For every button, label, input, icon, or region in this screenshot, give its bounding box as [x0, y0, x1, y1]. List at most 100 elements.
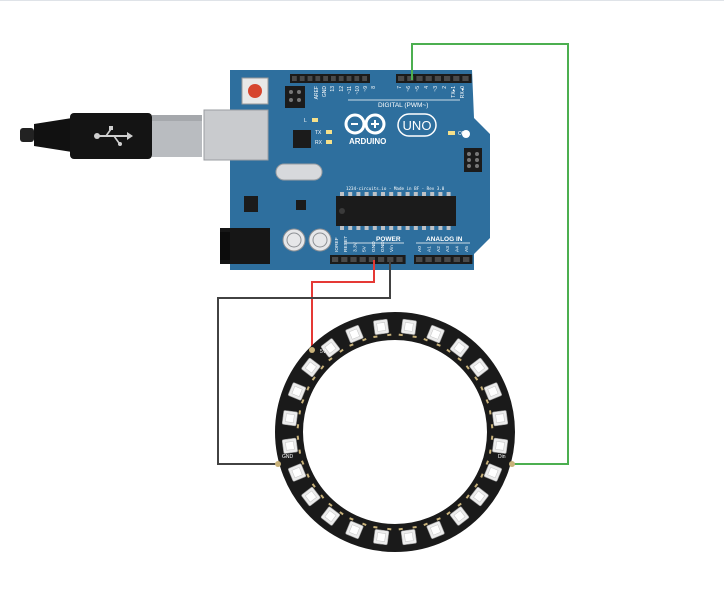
header-pin[interactable] — [387, 257, 394, 262]
ring-led — [320, 338, 344, 362]
header-pin[interactable] — [307, 76, 313, 81]
ring-led — [345, 517, 367, 539]
header-pin[interactable] — [350, 257, 357, 262]
header-pin[interactable] — [299, 76, 305, 81]
chip-leg — [381, 226, 385, 230]
header-pin[interactable] — [341, 257, 348, 262]
header-pin[interactable] — [354, 76, 360, 81]
header-pin[interactable] — [434, 257, 442, 262]
ring-led — [465, 357, 489, 381]
header-pin[interactable] — [332, 257, 339, 262]
header-pin[interactable] — [444, 76, 451, 81]
header-body — [330, 255, 406, 264]
header-pin[interactable] — [416, 257, 423, 262]
chip-leg — [405, 226, 410, 230]
ring-pin-din[interactable] — [509, 461, 515, 467]
header-pin[interactable] — [292, 76, 297, 81]
header-pin[interactable] — [346, 76, 352, 81]
ring-led — [288, 382, 310, 404]
header-pin[interactable] — [398, 76, 405, 81]
header-pin[interactable] — [396, 257, 403, 262]
header-pin[interactable] — [323, 76, 328, 81]
digital-pin-label: ~11 — [347, 86, 353, 94]
chip-leg — [389, 226, 394, 230]
led-tx-label: TX — [315, 130, 322, 136]
ring-pin-label-din: Din — [498, 454, 506, 460]
ring-led — [301, 483, 325, 507]
ring-led — [398, 526, 417, 546]
ring-pin-gnd[interactable] — [275, 461, 281, 467]
analog-pin-label: A3 — [445, 246, 451, 252]
reset-button[interactable] — [241, 77, 269, 105]
ring-led — [489, 410, 509, 429]
header-pin[interactable] — [444, 257, 451, 262]
ring-led — [373, 526, 392, 546]
header-pin[interactable] — [434, 76, 441, 81]
icsp-header-right — [464, 148, 482, 172]
header-pin[interactable] — [338, 76, 344, 81]
ring-led — [345, 325, 367, 347]
digital-header-left[interactable] — [290, 74, 370, 83]
chip-leg — [389, 192, 394, 196]
led-l-label: L — [304, 118, 307, 124]
ring-pin-5v[interactable] — [309, 347, 315, 353]
analog-header[interactable] — [414, 255, 473, 264]
chip-leg — [356, 226, 361, 230]
header-pin[interactable] — [453, 76, 460, 81]
ring-led — [465, 483, 489, 507]
header-pin[interactable] — [425, 257, 432, 262]
dc-power-jack[interactable] — [220, 228, 270, 264]
ring-leds — [281, 318, 509, 546]
header-pin[interactable] — [463, 257, 470, 262]
power-pin-label: Vin — [389, 245, 395, 252]
data-wire[interactable] — [411, 43, 569, 465]
digital-header-right[interactable] — [396, 74, 472, 83]
header-pin[interactable] — [453, 257, 460, 262]
chip-leg — [446, 192, 451, 196]
header-pin[interactable] — [425, 76, 432, 81]
power-header[interactable] — [330, 255, 406, 264]
arduino-infinity-icon — [344, 113, 386, 135]
ring-led — [446, 502, 470, 526]
usb-cable[interactable] — [20, 113, 202, 159]
analog-pin-label: A0 — [417, 246, 423, 252]
power-wire[interactable] — [311, 260, 375, 350]
chip-leg — [446, 226, 451, 230]
neopixel-ring[interactable]: 5V GND Din — [275, 312, 515, 552]
power-pin-label: 5V — [362, 245, 368, 252]
header-pin[interactable] — [331, 76, 336, 81]
chip-leg — [372, 192, 377, 196]
model-label: UNO — [403, 118, 432, 133]
on-label: ON — [458, 131, 466, 137]
chip-leg — [413, 192, 418, 196]
header-pin[interactable] — [378, 257, 385, 262]
chip-leg — [397, 192, 402, 196]
header-pin[interactable] — [407, 76, 414, 81]
header-pin[interactable] — [368, 257, 375, 262]
ring-led — [489, 435, 509, 454]
usb-symbol-icon — [94, 126, 133, 146]
icsp-header-top — [285, 86, 305, 108]
chip-leg — [340, 226, 344, 230]
header-pin[interactable] — [315, 76, 321, 81]
usb-b-socket[interactable] — [203, 109, 269, 161]
digital-pin-label: 7 — [397, 86, 403, 89]
header-pin[interactable] — [416, 76, 423, 81]
ring-led — [288, 460, 310, 482]
header-pin[interactable] — [359, 257, 366, 262]
digital-pin-label: ~5 — [415, 86, 421, 92]
power-pin-label: RESET — [343, 236, 349, 252]
ground-wire[interactable] — [217, 260, 391, 465]
usb-plug-sleeve — [152, 115, 202, 157]
header-pin[interactable] — [362, 76, 367, 81]
led-l-icon — [312, 118, 318, 122]
digital-pin-label: ~3 — [433, 86, 439, 92]
usb-strain-relief — [34, 118, 72, 152]
digital-pin-label: AREF — [314, 86, 320, 99]
header-pin[interactable] — [462, 76, 469, 81]
digital-pin-label: TX▸1 — [451, 86, 457, 98]
ring-pin-label-5v: 5V — [320, 349, 327, 355]
